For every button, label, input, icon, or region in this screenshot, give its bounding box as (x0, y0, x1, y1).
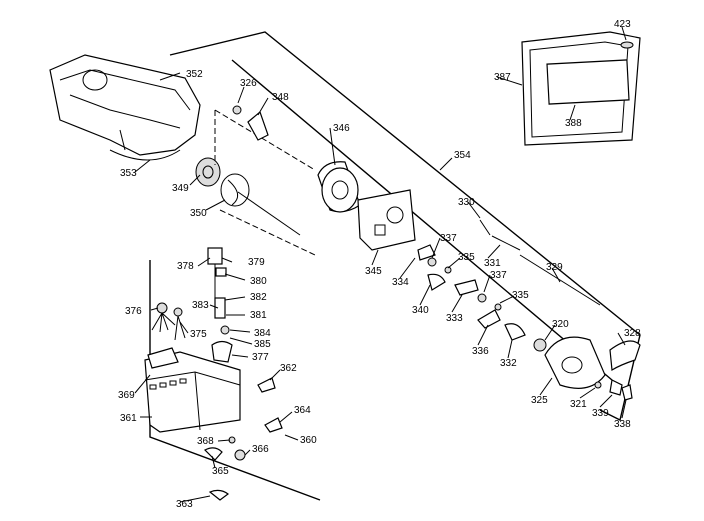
label-376: 376 (125, 306, 142, 317)
label-339: 339 (592, 408, 609, 419)
label-364: 364 (294, 405, 311, 416)
washer-335b (494, 303, 502, 311)
part-366 (234, 449, 246, 461)
label-328: 328 (624, 328, 641, 339)
label-334: 334 (392, 277, 409, 288)
gear-337b (477, 293, 487, 303)
label-361: 361 (120, 413, 137, 424)
label-388: 388 (565, 118, 582, 129)
label-354: 354 (454, 150, 471, 161)
label-387: 387 (494, 72, 511, 83)
ice-bucket-part (49, 54, 201, 161)
label-368: 368 (197, 436, 214, 447)
label-350: 350 (190, 208, 207, 219)
label-381: 381 (250, 310, 267, 321)
label-337a: 337 (440, 233, 457, 244)
part-338 (621, 384, 633, 401)
label-331: 331 (484, 258, 501, 269)
label-380: 380 (250, 276, 267, 287)
wire-harness-376 (151, 302, 176, 333)
label-330: 330 (458, 197, 475, 208)
screw-326 (232, 105, 242, 115)
lever-334 (417, 244, 436, 261)
label-336: 336 (472, 346, 489, 357)
label-338: 338 (614, 419, 631, 430)
part-423 (620, 41, 634, 49)
part-321 (594, 381, 602, 389)
link-332 (504, 323, 526, 341)
label-346: 346 (333, 123, 350, 134)
label-363: 363 (176, 499, 193, 510)
label-375: 375 (190, 329, 207, 340)
label-335b: 335 (512, 290, 529, 301)
blade-part (247, 110, 269, 141)
label-340: 340 (412, 305, 429, 316)
label-320: 320 (552, 319, 569, 330)
label-385: 385 (254, 339, 271, 350)
label-349: 349 (172, 183, 189, 194)
control-module (144, 347, 241, 433)
label-326: 326 (240, 78, 257, 89)
part-363 (208, 489, 230, 501)
label-321: 321 (570, 399, 587, 410)
ring-328 (609, 340, 641, 372)
label-360: 360 (300, 435, 317, 446)
washer-335a (444, 266, 452, 274)
motor-bracket-part (357, 189, 416, 251)
part-362 (257, 377, 276, 393)
label-337b: 337 (490, 270, 507, 281)
bearing-part (195, 157, 221, 187)
part-339 (609, 379, 623, 396)
label-379: 379 (248, 257, 265, 268)
housing-325 (544, 336, 606, 389)
part-365 (203, 447, 223, 461)
label-384: 384 (254, 328, 271, 339)
assembly-dashed-guide (214, 109, 316, 256)
label-329: 329 (546, 262, 563, 273)
label-423: 423 (614, 19, 631, 30)
arm-336 (477, 309, 501, 329)
cam-340 (427, 273, 446, 291)
label-365: 365 (212, 466, 229, 477)
arm-333 (454, 279, 479, 296)
leader-lines (134, 26, 627, 503)
label-353: 353 (120, 168, 137, 179)
label-348: 348 (272, 92, 289, 103)
mounting-plate-outline (149, 31, 641, 501)
gear-320 (533, 338, 547, 352)
label-333: 333 (446, 313, 463, 324)
label-366: 366 (252, 444, 269, 455)
spring-331 (479, 219, 521, 251)
label-383: 383 (192, 300, 209, 311)
label-369: 369 (118, 390, 135, 401)
label-352: 352 (186, 69, 203, 80)
wire-375 (173, 307, 186, 341)
front-panel-387 (521, 31, 641, 146)
label-382: 382 (250, 292, 267, 303)
label-332: 332 (500, 358, 517, 369)
label-362: 362 (280, 363, 297, 374)
label-325: 325 (531, 395, 548, 406)
label-345: 345 (365, 266, 382, 277)
motor-part (317, 161, 361, 213)
auger-part (220, 173, 301, 236)
label-378: 378 (177, 261, 194, 272)
part-364 (264, 417, 283, 433)
gear-337a (427, 257, 437, 267)
label-335a: 335 (458, 252, 475, 263)
label-377: 377 (252, 352, 269, 363)
switch-assembly (207, 247, 233, 363)
shutoff-arm-329 (519, 254, 601, 306)
